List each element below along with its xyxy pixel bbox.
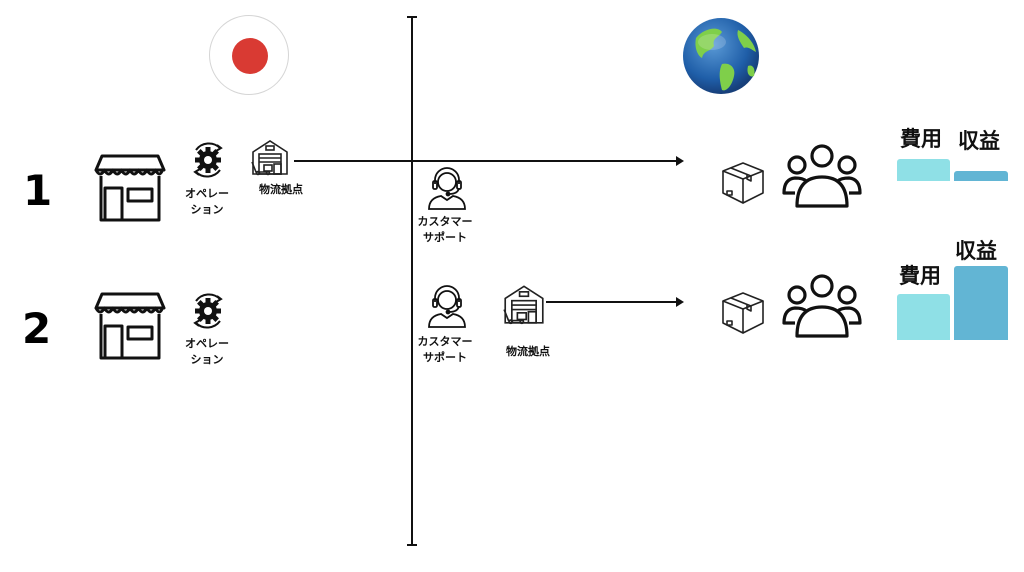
revenue-bar: [954, 171, 1008, 181]
revenue-bar: [954, 266, 1008, 340]
customers-group-icon: [781, 143, 863, 209]
operation-gear-icon: [188, 291, 228, 331]
flow-arrow: [546, 296, 686, 308]
store-icon: [94, 154, 166, 222]
divider-cap-top: [407, 16, 417, 18]
operation-label-line2: ション: [190, 203, 224, 216]
revenue-label: 収益: [955, 239, 997, 263]
operation-label: オペレー ション: [176, 186, 238, 218]
customer-support-label-line1: カスタマー: [417, 215, 473, 228]
operation-label-line1: オペレー: [185, 187, 229, 200]
logistics-label: 物流拠点: [506, 345, 550, 358]
cost-label: 費用: [899, 264, 941, 288]
japan-flag-icon: [209, 15, 289, 95]
operation-gear-icon: [188, 140, 228, 180]
cost-bar: [897, 294, 950, 340]
operation-label-line2: ション: [190, 353, 224, 366]
operation-label-line1: オペレー: [185, 337, 229, 350]
package-icon: [719, 287, 767, 335]
center-divider: [411, 17, 413, 545]
customer-support-icon: [425, 284, 469, 328]
row-number-1: 1: [23, 166, 53, 215]
divider-cap-bottom: [407, 544, 417, 546]
customers-group-icon: [781, 273, 863, 339]
globe-icon: [682, 16, 760, 96]
customer-support-icon: [425, 166, 469, 210]
logistics-label: 物流拠点: [259, 183, 303, 196]
customer-support-label-line2: サポート: [423, 231, 467, 244]
revenue-label: 収益: [958, 129, 1000, 153]
store-icon: [94, 292, 166, 360]
cost-bar: [897, 159, 950, 181]
row-number-2: 2: [22, 304, 52, 353]
customer-support-label: カスタマー サポート: [410, 334, 480, 366]
flow-arrow: [294, 155, 686, 167]
operation-label: オペレー ション: [176, 336, 238, 368]
customer-support-label: カスタマー サポート: [410, 214, 480, 246]
package-icon: [719, 157, 767, 205]
warehouse-icon: [501, 283, 547, 325]
warehouse-icon: [250, 138, 290, 176]
customer-support-label-line1: カスタマー: [417, 335, 473, 348]
customer-support-label-line2: サポート: [423, 351, 467, 364]
cost-label: 費用: [900, 127, 942, 151]
